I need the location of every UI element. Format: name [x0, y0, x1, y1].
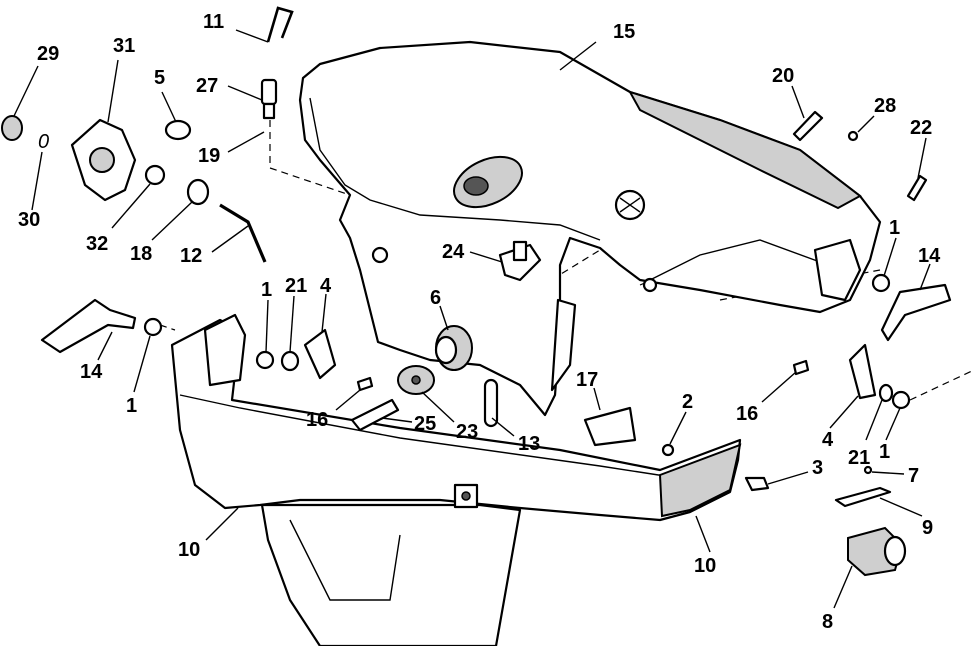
- callout-30: 30: [18, 209, 40, 231]
- callout-7: 7: [908, 465, 919, 487]
- callout-17: 17: [576, 369, 598, 391]
- callout-4-a: 4: [320, 275, 332, 297]
- callout-28: 28: [874, 95, 896, 117]
- callout-9: 9: [922, 517, 933, 539]
- callout-4-b: 4: [822, 429, 834, 451]
- callout-22: 22: [910, 117, 932, 139]
- callout-14-b: 14: [918, 245, 941, 267]
- callout-20: 20: [772, 65, 794, 87]
- callout-19: 19: [198, 145, 220, 167]
- callout-14-a: 14: [80, 361, 103, 383]
- callout-27: 27: [196, 75, 218, 97]
- callout-15: 15: [613, 21, 635, 43]
- callout-1-a: 1: [261, 279, 272, 301]
- callout-10-a: 10: [178, 539, 200, 561]
- callout-6: 6: [430, 287, 441, 309]
- callout-1-d: 1: [879, 441, 890, 463]
- callout-31: 31: [113, 35, 135, 57]
- callout-12: 12: [180, 245, 202, 267]
- callout-32: 32: [86, 233, 108, 255]
- callout-21-a: 21: [285, 275, 307, 297]
- callout-8: 8: [822, 611, 833, 633]
- small-parts: [1, 6, 952, 577]
- callout-13: 13: [518, 433, 540, 455]
- callout-10-b: 10: [694, 555, 716, 577]
- callout-30-glyph: 0: [38, 131, 49, 153]
- callout-2: 2: [682, 391, 693, 413]
- upper-cover-part-15: [298, 40, 882, 417]
- callout-16-a: 16: [306, 409, 328, 431]
- callout-3: 3: [812, 457, 823, 479]
- lower-cover-part-10: [170, 313, 742, 646]
- callout-5: 5: [154, 67, 165, 89]
- callout-24: 24: [442, 241, 465, 263]
- callout-25: 25: [414, 413, 436, 435]
- callout-29: 29: [37, 43, 59, 65]
- callout-21-b: 21: [848, 447, 870, 469]
- callout-labels: 11 15 29 31 5 27 19 20 28 22 0 30 32 18 …: [18, 11, 941, 633]
- callout-16-b: 16: [736, 403, 758, 425]
- callout-18: 18: [130, 243, 152, 265]
- callout-1-c: 1: [126, 395, 137, 417]
- callout-23: 23: [456, 421, 478, 443]
- callout-11: 11: [203, 11, 224, 33]
- callout-1-b: 1: [889, 217, 900, 239]
- leader-lines: [13, 29, 931, 609]
